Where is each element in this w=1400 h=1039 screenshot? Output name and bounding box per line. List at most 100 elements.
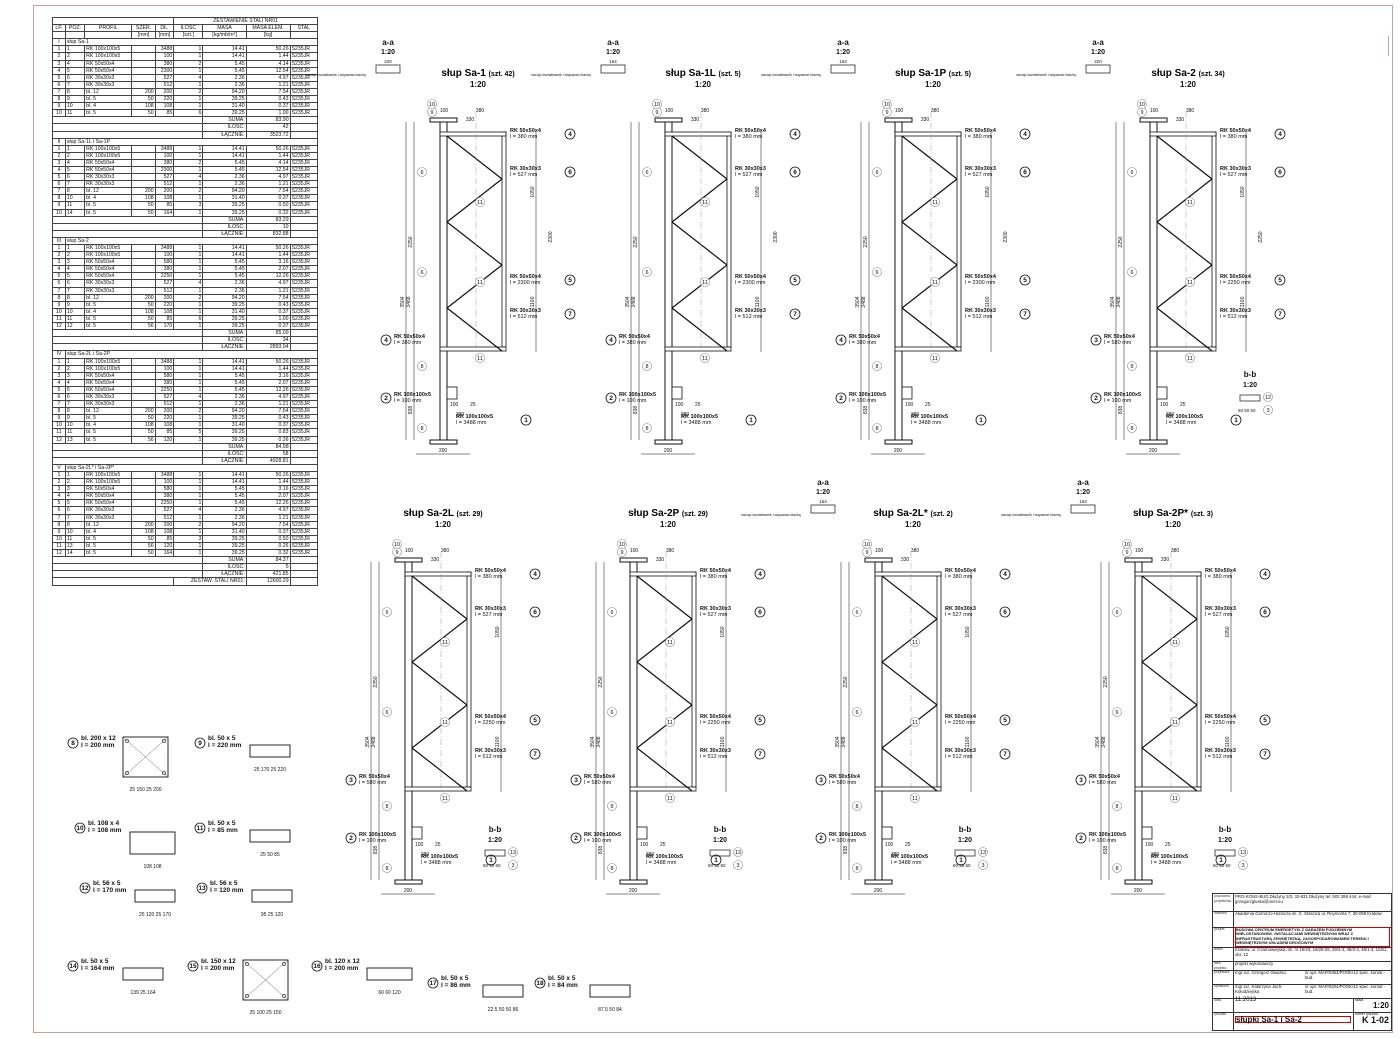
table-row: ILOŚĆ:34 bbox=[51, 336, 319, 345]
table-cell: 220 bbox=[154, 95, 175, 104]
table-cell: S235JR bbox=[289, 52, 319, 61]
table-cell: S235JR bbox=[289, 520, 319, 529]
table-cell: 580 bbox=[154, 485, 175, 494]
table-cell: bl. 5 bbox=[84, 208, 133, 217]
title-block: pracownia projektowa PRO-KONS-BUD Dłużyn… bbox=[1212, 893, 1392, 1031]
table-cell: bl. 4 bbox=[84, 421, 133, 430]
table-cell: 1.44 bbox=[245, 52, 291, 61]
table-cell: 85 bbox=[154, 534, 175, 543]
table-cell: ŁĄCZNIE: bbox=[202, 229, 247, 238]
table-cell: 1 bbox=[173, 357, 204, 366]
table-cell: 3 bbox=[64, 258, 86, 267]
table-cell: RK 30x30x3 bbox=[84, 400, 133, 409]
table-cell: S235JR bbox=[289, 194, 319, 203]
table-cell: RK 100x100x5 bbox=[84, 243, 133, 253]
table-cell: 39.25 bbox=[202, 300, 247, 309]
table-cell: 5.45 bbox=[202, 378, 247, 387]
table-cell: 1 bbox=[173, 180, 204, 189]
table-cell: 14.41 bbox=[202, 243, 247, 253]
table-cell: RK 50x50x4 bbox=[84, 385, 133, 394]
table-cell: 11 bbox=[52, 428, 66, 437]
table-cell: 580 bbox=[154, 371, 175, 380]
table-cell: S235JR bbox=[289, 265, 319, 274]
table-cell: 3488 bbox=[154, 470, 175, 480]
table-cell: 2.36 bbox=[202, 80, 247, 89]
table-cell bbox=[131, 66, 156, 75]
table-cell: S235JR bbox=[289, 180, 319, 189]
table-cell: 3 bbox=[52, 371, 66, 380]
table-cell: 1.44 bbox=[245, 151, 291, 160]
table-cell: 39.25 bbox=[202, 322, 247, 331]
table-cell: 1 bbox=[173, 549, 204, 558]
tb-drawing-title: słupki Sa-1 i Sa-2 bbox=[1235, 1016, 1351, 1024]
table-cell: PROFIL bbox=[84, 24, 133, 33]
table-cell: SUMA: bbox=[202, 215, 247, 224]
table-cell: IV bbox=[52, 350, 66, 359]
table-cell: 1 bbox=[52, 243, 66, 253]
table-cell: 3488 bbox=[154, 45, 175, 54]
table-cell: RK 100x100x5 bbox=[84, 45, 133, 54]
table-cell: S235JR bbox=[289, 421, 319, 430]
table-cell: 50 bbox=[131, 208, 156, 217]
table-cell: 12.26 bbox=[245, 272, 291, 281]
table-cell: 13 bbox=[64, 435, 86, 444]
table-cell: 56 bbox=[131, 435, 156, 444]
table-cell: III bbox=[52, 236, 66, 246]
tb-row-date: data 11.2013 skala 1:20 bbox=[1213, 997, 1391, 1013]
table-cell: 3.16 bbox=[245, 485, 291, 494]
table-cell: 1 bbox=[173, 258, 204, 267]
table-cell: 5 bbox=[52, 272, 66, 281]
table-cell: 2 bbox=[173, 59, 204, 68]
table-cell: S235JR bbox=[289, 470, 319, 480]
table-cell: 1 bbox=[173, 272, 204, 281]
table-cell: 108 bbox=[154, 102, 175, 111]
table-cell: RK 100x100x5 bbox=[84, 251, 133, 260]
tb-checker-license: nr upr. MAP/0204/POOK/12 spec. konstr.-b… bbox=[1305, 984, 1385, 994]
table-cell bbox=[131, 180, 156, 189]
tb-scale-label: skala bbox=[1355, 998, 1364, 1002]
table-cell: 5 bbox=[64, 385, 86, 394]
table-cell: 108 bbox=[131, 307, 156, 316]
table-cell: RK 30x30x3 bbox=[84, 513, 133, 522]
table-cell: 7 bbox=[64, 513, 86, 522]
table-cell: 200 bbox=[131, 87, 156, 97]
table-cell bbox=[131, 485, 156, 494]
table-cell: 527 bbox=[154, 173, 175, 182]
table-title: ZESTAWIENIE STALI NR01 bbox=[173, 16, 318, 26]
table-cell: 2.36 bbox=[202, 279, 247, 288]
table-cell: S235JR bbox=[289, 66, 319, 75]
table-cell: 4 bbox=[52, 492, 66, 501]
table-cell bbox=[131, 400, 156, 409]
table-cell: 3488 bbox=[154, 144, 175, 153]
table-cell: RK 30x30x3 bbox=[84, 279, 133, 288]
table-cell: 11 bbox=[64, 534, 86, 543]
table-cell bbox=[131, 165, 156, 175]
table-cell: 12.26 bbox=[245, 385, 291, 394]
table-row: SUMA:84.37 bbox=[51, 556, 319, 565]
table-cell: 108 bbox=[154, 194, 175, 203]
table-cell bbox=[51, 336, 204, 345]
table-cell: 14.41 bbox=[202, 478, 247, 487]
table-cell: 108 bbox=[131, 527, 156, 536]
table-cell: S235JR bbox=[289, 293, 319, 302]
table-cell: 4 bbox=[64, 158, 86, 167]
tb-office: PRO-KONS-BUD Dłużyny 2/3, 32-831 Dłużyny… bbox=[1235, 894, 1372, 904]
tb-label: inwestor bbox=[1214, 911, 1228, 915]
table-cell bbox=[289, 31, 319, 40]
table-cell: 9 bbox=[52, 527, 66, 536]
table-cell: bl. 12 bbox=[84, 293, 133, 302]
table-cell: 39.25 bbox=[202, 95, 247, 104]
table-cell: 380 bbox=[154, 265, 175, 274]
